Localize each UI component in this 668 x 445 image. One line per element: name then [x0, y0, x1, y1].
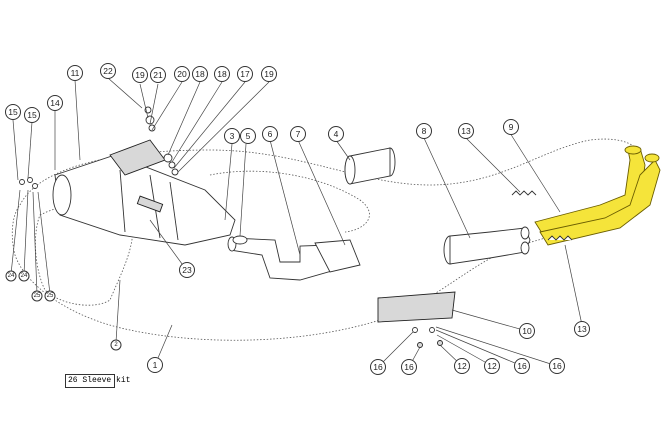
- callout-25b: 25: [44, 290, 56, 302]
- callout-17-label: 17: [240, 69, 250, 79]
- callout-14: 14: [47, 95, 63, 111]
- callout-25a-label: 25: [34, 293, 41, 299]
- callout-4-label: 4: [334, 129, 339, 139]
- callout-15a-label: 15: [8, 107, 18, 117]
- callout-1-label: 1: [153, 360, 158, 370]
- callout-9: 9: [503, 119, 519, 135]
- callout-6-label: 6: [268, 129, 273, 139]
- callout-8-label: 8: [422, 126, 427, 136]
- callout-7: 7: [290, 126, 306, 142]
- callout-25a: 25: [31, 290, 43, 302]
- callout-16b-label: 16: [404, 362, 414, 372]
- callout-16d: 16: [549, 358, 565, 374]
- callout-2-label: 2: [114, 342, 118, 348]
- callout-1: 1: [147, 357, 163, 373]
- header-pipes: [534, 145, 661, 246]
- callout-24b: 24: [18, 270, 30, 282]
- callout-2: 2: [110, 339, 122, 351]
- callout-18b-label: 18: [217, 69, 227, 79]
- callout-23: 23: [179, 262, 195, 278]
- callout-3-label: 3: [230, 131, 235, 141]
- springs: [511, 190, 573, 241]
- callout-19a: 19: [132, 67, 148, 83]
- callout-24a: 24: [5, 270, 17, 282]
- callout-25b-label: 25: [47, 293, 54, 299]
- callout-11-label: 11: [71, 68, 80, 78]
- callout-20: 20: [174, 66, 190, 82]
- callout-19b: 19: [261, 66, 277, 82]
- callout-11: 11: [67, 65, 83, 81]
- callout-23-label: 23: [182, 265, 192, 275]
- callout-8: 8: [416, 123, 432, 139]
- callout-16a: 16: [370, 359, 386, 375]
- callout-19a-label: 19: [135, 70, 145, 80]
- legend-number: 26: [68, 376, 78, 385]
- callout-14-label: 14: [50, 98, 60, 108]
- callout-24a-label: 24: [8, 273, 15, 279]
- callout-15a: 15: [5, 104, 21, 120]
- callout-20-label: 20: [177, 69, 187, 79]
- callout-13b-label: 13: [577, 324, 587, 334]
- callout-4: 4: [328, 126, 344, 142]
- collector: [443, 226, 531, 265]
- sleeve-part: [344, 147, 396, 185]
- callout-18a: 18: [192, 66, 208, 82]
- callout-13b: 13: [574, 321, 590, 337]
- callout-19b-label: 19: [264, 69, 274, 79]
- heat-shield: [377, 291, 456, 323]
- callout-16a-label: 16: [373, 362, 383, 372]
- callout-6: 6: [262, 126, 278, 142]
- leader-lines: [10, 77, 583, 368]
- callout-5: 5: [240, 128, 256, 144]
- callout-10-label: 10: [522, 326, 532, 336]
- callout-24b-label: 24: [21, 273, 28, 279]
- callout-22: 22: [100, 63, 116, 79]
- callout-12a-label: 12: [457, 361, 467, 371]
- callout-12b-label: 12: [487, 361, 497, 371]
- callout-15b-label: 15: [27, 110, 37, 120]
- callout-16c: 16: [514, 358, 530, 374]
- callout-21-label: 21: [153, 70, 163, 80]
- callout-22-label: 22: [103, 66, 113, 76]
- callout-21: 21: [150, 67, 166, 83]
- callout-13a-label: 13: [461, 126, 471, 136]
- callouts: 1 2 3 4 5 6 7 8 9 10 11 12 12 13 13 14 1…: [5, 63, 590, 375]
- callout-16c-label: 16: [517, 361, 527, 371]
- callout-3: 3: [224, 128, 240, 144]
- legend-label: Sleeve kit: [82, 376, 131, 385]
- callout-5-label: 5: [246, 131, 251, 141]
- callout-12b: 12: [484, 358, 500, 374]
- callout-7-label: 7: [296, 129, 301, 139]
- sleeve-kit-legend: 26 Sleeve kit: [65, 374, 130, 388]
- callout-12a: 12: [454, 358, 470, 374]
- link-pipe: [227, 235, 361, 281]
- callout-16b: 16: [401, 359, 417, 375]
- callout-9-label: 9: [509, 122, 514, 132]
- callout-10: 10: [519, 323, 535, 339]
- callout-16d-label: 16: [552, 361, 562, 371]
- callout-13a: 13: [458, 123, 474, 139]
- callout-17: 17: [237, 66, 253, 82]
- callout-15b: 15: [24, 107, 40, 123]
- callout-18b: 18: [214, 66, 230, 82]
- callout-18a-label: 18: [195, 69, 205, 79]
- muffler: [52, 139, 236, 246]
